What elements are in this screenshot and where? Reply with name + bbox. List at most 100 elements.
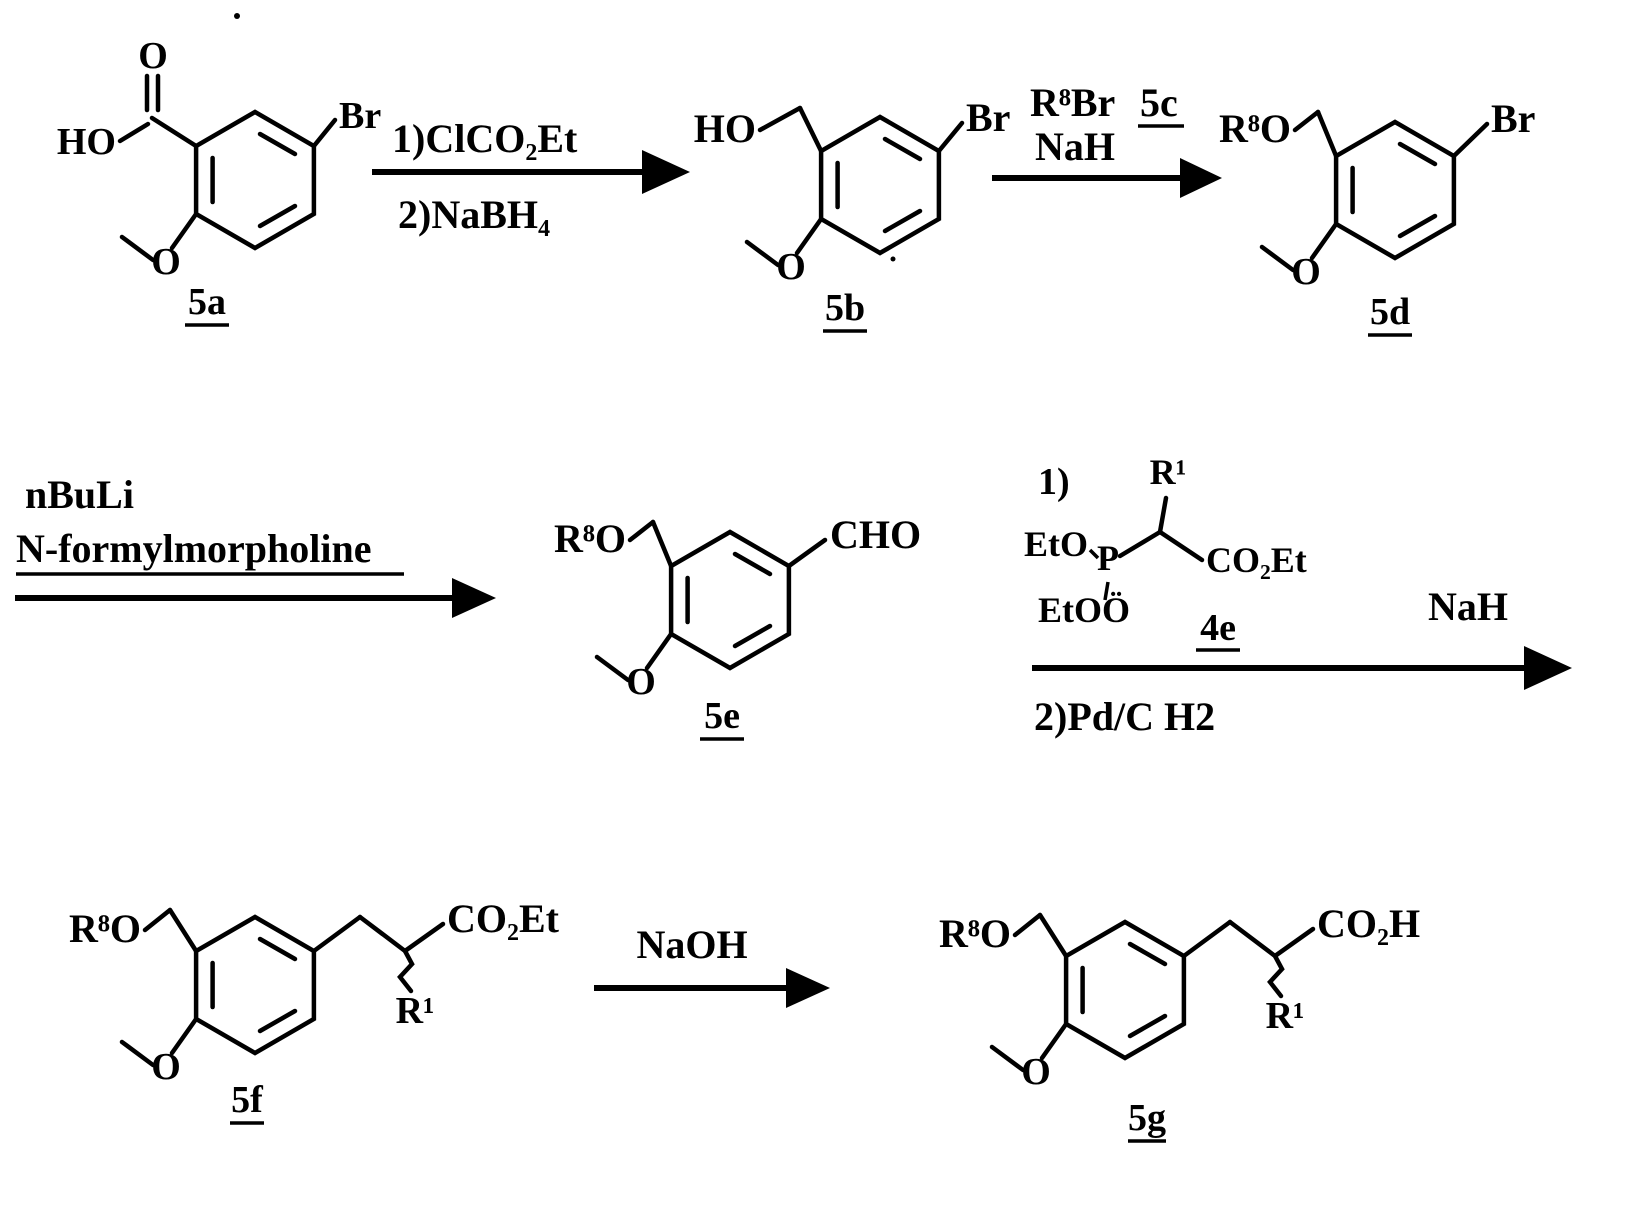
scan-speck [234, 13, 240, 19]
bond-stereo-squiggle [397, 948, 415, 994]
atom-label-methoxy-o: O [626, 661, 656, 703]
benzene-ring [196, 112, 314, 248]
bond [357, 914, 408, 954]
bond [1012, 912, 1043, 938]
bond [1292, 109, 1321, 133]
atom-label-cho: CHO [830, 512, 921, 557]
bond-methyl [119, 234, 156, 263]
benzene-ring [196, 917, 314, 1053]
scan-speck [890, 256, 896, 262]
atom-label-r8o: R⁸O [69, 906, 141, 951]
bond [1309, 221, 1339, 261]
reagent-text: NaH [1035, 124, 1115, 169]
compound-label-5a: 5a [188, 281, 226, 323]
bond [169, 1016, 199, 1056]
atom-label-eto-bottom: EtOÖ [1038, 590, 1130, 630]
bond [797, 105, 824, 154]
bond [1103, 581, 1110, 601]
reagent-text: 1) [1038, 461, 1070, 503]
compound-5e: R⁸O CHO O 5e [554, 512, 921, 741]
compound-label-5g: 5g [1128, 1097, 1166, 1139]
bond [786, 537, 828, 569]
bond [794, 216, 824, 256]
atom-label-br: Br [339, 95, 381, 137]
arrow-step5: NaOH [594, 922, 830, 1008]
reagent-text: 1)ClCO₂Et [392, 116, 578, 161]
bond [1117, 529, 1163, 559]
bond [1272, 926, 1316, 959]
atom-label-p: P [1097, 538, 1119, 578]
compound-label-5b: 5b [825, 287, 865, 329]
bond [644, 631, 674, 671]
benzene-ring [1336, 122, 1454, 258]
reagent-ref-4e: 4e [1200, 607, 1236, 649]
bond [169, 211, 199, 251]
bond [1451, 121, 1490, 159]
atom-label-co2h: CO₂H [1317, 901, 1420, 946]
bond [1157, 495, 1169, 535]
atom-label-ho: HO [57, 121, 116, 163]
bond-methyl [989, 1044, 1026, 1073]
bond [311, 914, 363, 954]
compound-5a: O HO Br O 5a [57, 35, 381, 327]
bond [311, 117, 338, 149]
benzene-ring [671, 532, 789, 668]
bond [142, 907, 173, 933]
bond [167, 907, 199, 954]
reagent-text: NaOH [636, 922, 747, 967]
bond [627, 519, 656, 543]
arrow-head [642, 150, 690, 194]
compound-label-5f: 5f [231, 1079, 264, 1121]
bond [757, 105, 803, 133]
bond [1227, 919, 1278, 959]
atom-label-r8o: R⁸O [554, 516, 626, 561]
benzene-ring [1066, 922, 1184, 1058]
benzene-ring [821, 117, 939, 253]
atom-label-r8o: R⁸O [1219, 106, 1291, 151]
atom-label-co2et: CO₂Et [1206, 540, 1307, 580]
atom-label-methoxy-o: O [1291, 251, 1321, 293]
bond-methyl [1259, 244, 1296, 273]
bond-methyl [119, 1039, 156, 1068]
step4-reagents: 1) R¹ EtO P CO₂Et EtOÖ 4e NaH 2)Pd/C H2 [1024, 452, 1572, 739]
bond [650, 519, 674, 569]
arrow-head [452, 578, 496, 618]
reagent-ref-5c: 5c [1140, 80, 1178, 125]
bond [149, 115, 199, 149]
arrow-head [1180, 158, 1222, 198]
bond [117, 121, 151, 144]
bond-methyl [594, 654, 631, 683]
atom-label-co2et: CO₂Et [447, 896, 560, 941]
compound-5d: R⁸O Br O 5d [1219, 96, 1535, 337]
reagent-text: N-formylmorpholine [16, 526, 372, 571]
bond [936, 120, 965, 154]
reagent-text: 2)NaBH₄ [398, 192, 550, 237]
reagent-text: nBuLi [25, 472, 134, 517]
atom-label-carbonyl-o: O [138, 35, 168, 77]
atom-label-r1: R¹ [1266, 995, 1305, 1037]
atom-label-ho: HO [694, 106, 756, 151]
atom-label-br: Br [1491, 96, 1535, 141]
arrow-head [786, 968, 830, 1008]
bond [1315, 109, 1339, 159]
reagent-text: NaH [1428, 584, 1508, 629]
atom-label-r1: R¹ [396, 990, 435, 1032]
arrow-step2: R⁸Br 5c NaH [992, 80, 1222, 198]
atom-label-eto-top: EtO [1024, 524, 1088, 564]
reagent-text: R⁸Br [1030, 80, 1115, 125]
bond [402, 921, 446, 954]
atom-label-methoxy-o: O [151, 241, 181, 283]
arrow-step3: nBuLi N-formylmorpholine [15, 472, 496, 618]
atom-label-br: Br [966, 95, 1010, 140]
bond [1039, 1021, 1069, 1061]
atom-label-methoxy-o: O [151, 1046, 181, 1088]
compound-5b: HO Br O 5b [694, 95, 1010, 333]
atom-label-methoxy-o: O [1021, 1051, 1051, 1093]
bond-stereo-squiggle [1267, 953, 1285, 999]
reagent-text: 2)Pd/C H2 [1034, 694, 1215, 739]
compound-label-5d: 5d [1370, 291, 1410, 333]
compound-5f: R⁸O R¹ CO₂Et O 5f [69, 896, 560, 1125]
compound-label-5e: 5e [704, 695, 740, 737]
bond [1088, 548, 1100, 560]
